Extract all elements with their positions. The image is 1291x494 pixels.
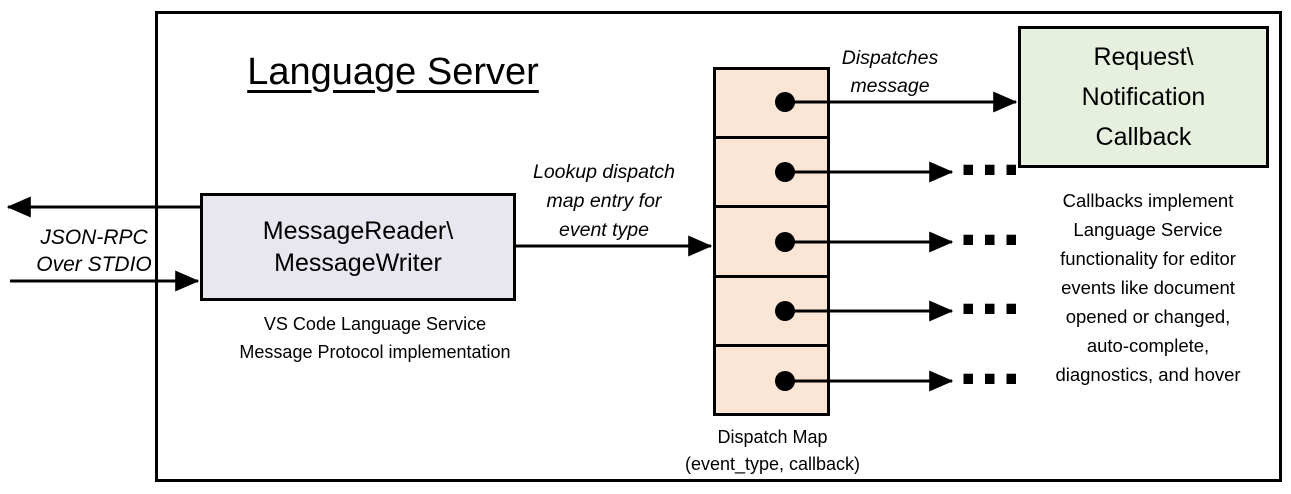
dispatch-map-caption: Dispatch Map (event_type, callback) (684, 427, 861, 474)
more-callbacks-ellipsis: ... (958, 195, 1023, 258)
dispatch-map-cell (716, 343, 827, 413)
request-notification-callback-box: Request\ Notification Callback (1018, 26, 1269, 168)
message-reader-writer-label: MessageReader\ MessageWriter (262, 217, 454, 277)
dispatch-map-cell (716, 70, 827, 136)
dispatch-map-cell (716, 274, 827, 344)
language-server-box (155, 11, 1282, 482)
dispatches-message-label: Dispatches message (841, 47, 939, 97)
more-callbacks-ellipsis: ... (958, 125, 1023, 188)
dispatch-map-cell (716, 136, 827, 205)
message-reader-writer-box: MessageReader\ MessageWriter (200, 193, 516, 301)
dispatch-map (713, 67, 830, 416)
lookup-dispatch-label: Lookup dispatch map entry for event type (532, 161, 676, 241)
request-notification-callback-label: Request\ Notification Callback (1081, 43, 1206, 151)
json-rpc-stdio-label: JSON-RPC Over STDIO (36, 226, 152, 276)
more-callbacks-ellipsis: ... (958, 264, 1023, 327)
callbacks-note: Callbacks implement Language Service fun… (1055, 190, 1241, 385)
reader-box-caption: VS Code Language Service Message Protoco… (239, 314, 511, 362)
dispatch-map-cell (716, 205, 827, 274)
page-title: Language Server (247, 51, 539, 93)
more-callbacks-ellipsis: ... (958, 334, 1023, 397)
